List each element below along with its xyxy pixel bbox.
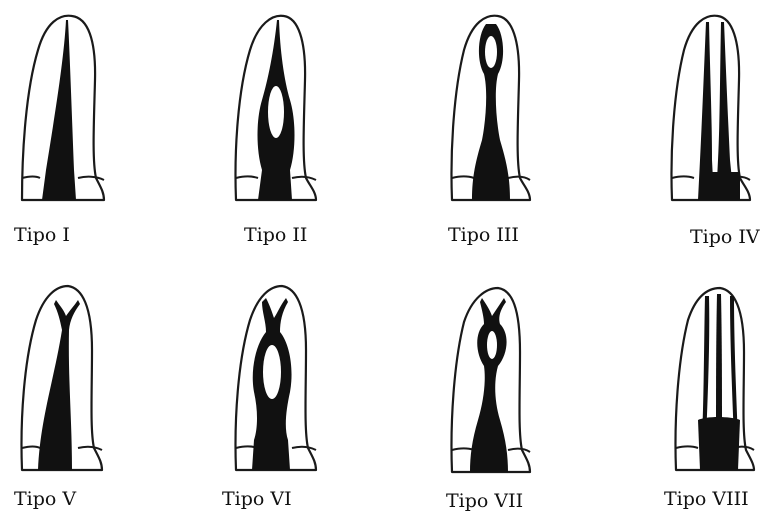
tooth-tipo-vi — [236, 286, 316, 470]
canal-split-gap — [263, 345, 281, 399]
label-tipo-iv: Tipo IV — [690, 226, 760, 248]
label-tipo-vi: Tipo VI — [222, 488, 292, 510]
canal-base — [698, 417, 740, 470]
tooth-tipo-v — [22, 286, 102, 470]
canal-split-gap — [485, 36, 497, 68]
canal-base — [700, 172, 740, 200]
tooth-tipo-iv — [672, 16, 751, 200]
canal-split-gap — [268, 86, 284, 138]
label-tipo-i: Tipo I — [14, 224, 70, 246]
label-tipo-ii: Tipo II — [244, 224, 307, 246]
tooth-tipo-i — [22, 16, 104, 200]
label-tipo-vii: Tipo VII — [446, 490, 523, 512]
tooth-tipo-viii — [676, 288, 755, 470]
label-tipo-iii: Tipo III — [448, 224, 519, 246]
tooth-tipo-iii — [452, 16, 531, 200]
canal-split-gap — [487, 331, 497, 359]
label-tipo-v: Tipo V — [14, 488, 76, 510]
tooth-tipo-vii — [452, 288, 531, 472]
tooth-tipo-ii — [236, 16, 316, 200]
label-tipo-viii: Tipo VIII — [664, 488, 749, 510]
